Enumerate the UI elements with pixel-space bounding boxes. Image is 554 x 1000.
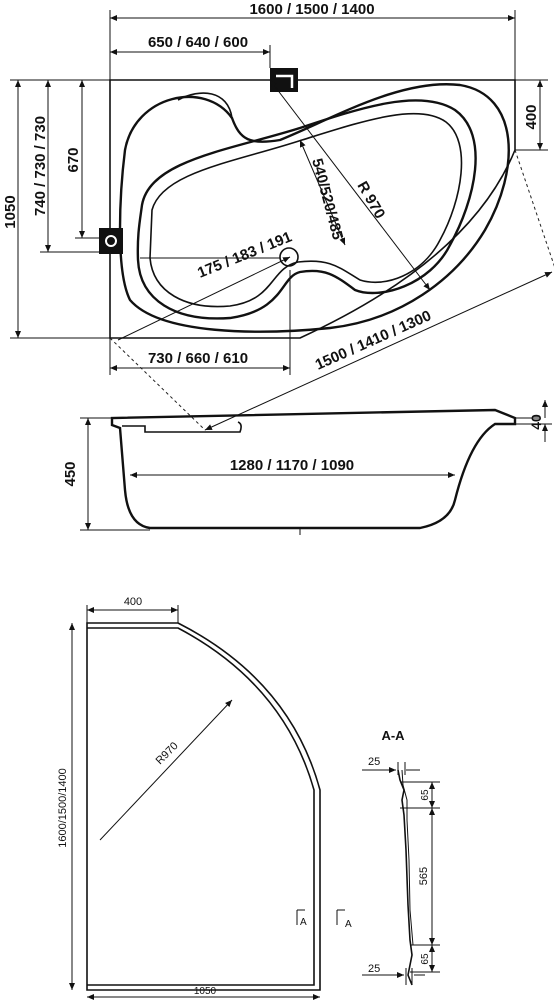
- dim-inner-length: 1280 / 1170 / 1090: [230, 457, 354, 474]
- tub-rim-outer: [118, 83, 510, 333]
- dim-panel-bottom: 1050: [194, 986, 217, 997]
- dim-bot-25: 25: [368, 963, 380, 975]
- dim-panel-top: 400: [124, 596, 142, 608]
- dim-height-inner: 740 / 730 / 730: [32, 116, 49, 216]
- dim-panel-radius: R970: [154, 740, 181, 767]
- section-profile: [397, 769, 413, 986]
- armrest: [177, 92, 233, 119]
- dim-panel-height: 1600/1500/1400: [57, 768, 69, 848]
- dim-width-left: 650 / 640 / 600: [148, 34, 248, 51]
- dim-radius: R 970: [354, 179, 389, 222]
- dim-bot-65: 65: [420, 953, 431, 965]
- section-mark-right: A: [345, 919, 352, 930]
- dim-bottom-left: 730 / 660 / 610: [148, 350, 248, 367]
- panel-view: 400 R970 1600/1500/1400 1050 A A: [57, 596, 352, 1000]
- side-view: 450 40 1280 / 1170 / 1090: [62, 400, 552, 535]
- dim-height-total: 1050: [2, 195, 19, 228]
- dim-top-65: 65: [420, 789, 431, 801]
- panel-outline: [86, 622, 321, 991]
- top-view: 1600 / 1500 / 1400 650 / 640 / 600 1050 …: [2, 1, 554, 431]
- dim-bottom-diag: 1500 / 1410 / 1300: [313, 307, 434, 373]
- faucet-icon: [270, 68, 298, 92]
- section-aa: A-A 25 65 565 65 25: [362, 728, 440, 986]
- dim-rim: 40: [528, 414, 544, 430]
- section-mark-left: A: [300, 917, 307, 928]
- tub-basin-inner2: [149, 112, 463, 308]
- dim-mid-565: 565: [418, 867, 430, 885]
- dim-top-25: 25: [368, 756, 380, 768]
- section-title: A-A: [381, 728, 405, 743]
- dim-width-total: 1600 / 1500 / 1400: [249, 1, 374, 18]
- dim-right-400: 400: [523, 104, 540, 129]
- dim-side-height: 450: [62, 461, 79, 486]
- dim-height-670: 670: [65, 147, 82, 172]
- faucet-side-icon: [99, 228, 123, 254]
- dim-diagonal: 540/520/485: [308, 157, 346, 242]
- tub-basin-inner: [136, 99, 477, 320]
- side-profile: [110, 408, 517, 530]
